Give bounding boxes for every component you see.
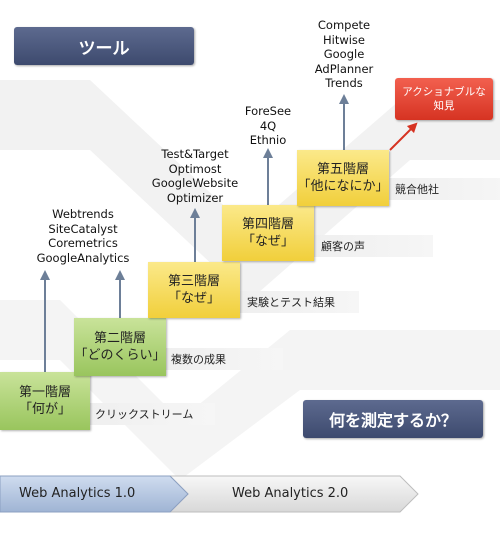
tool-name: Hitwise [322, 32, 366, 47]
description-tier5: 競合他社 [388, 178, 500, 200]
description-label: 顧客の声 [321, 240, 365, 253]
description-label: クリックストリーム [95, 408, 194, 421]
tool-name: ForeSee [244, 104, 292, 118]
description-label: 複数の成果 [171, 353, 226, 366]
step-tier5: 第五階層 「他になにか」 [297, 150, 389, 206]
tool-name: Optimizer [166, 190, 224, 205]
step-tier3: 第三階層 「なぜ」 [148, 262, 240, 318]
question-header: 何を測定するか？ [303, 400, 483, 438]
description-tier1: クリックストリーム [88, 403, 215, 425]
description-tier2: 複数の成果 [164, 348, 283, 370]
step-level: 第三階層 [167, 274, 220, 289]
tool-name: Compete [317, 18, 371, 32]
tool-name: SiteCatalyst [48, 221, 118, 236]
description-tier3: 実験とテスト結果 [240, 291, 359, 313]
tool-name: Coremetrics [48, 236, 118, 250]
timeline-label-1: Web Analytics 1.0 [19, 486, 136, 501]
tool-name: GoogleWebsite [151, 176, 239, 190]
step-tier1: 第一階層 「何が」 [0, 372, 90, 430]
tools-list-tier4: ForeSee 4Q Ethnio [245, 104, 291, 148]
tools-list-tier5: Compete Hitwise Google AdPlanner Trends [315, 18, 374, 91]
action-line1: アクショナブルな [402, 86, 486, 98]
step-question: 「なぜ」 [241, 234, 294, 249]
step-level: 第二階層 [93, 331, 146, 346]
actionable-insight-box: アクショナブルな 知見 [395, 78, 493, 120]
question-header-label: 何を測定するか？ [328, 411, 457, 430]
tool-name: AdPlanner [314, 61, 374, 76]
description-label: 実験とテスト結果 [247, 296, 335, 309]
step-level: 第四階層 [241, 217, 294, 232]
step-question: 「どのくらい」 [74, 348, 166, 363]
tools-header-label: ツール [78, 38, 130, 59]
description-label: 競合他社 [395, 183, 439, 196]
tool-name: Webtrends [52, 207, 114, 221]
step-question: 「他になにか」 [297, 179, 389, 194]
step-question: 「何が」 [18, 402, 71, 417]
tool-name: Test&Target [161, 147, 229, 161]
tool-name: Optimost [168, 161, 222, 176]
step-tier2: 第二階層 「どのくらい」 [74, 318, 166, 376]
tools-list-tier3: Test&Target Optimost GoogleWebsite Optim… [152, 147, 238, 205]
tool-name: GoogleAnalytics [36, 250, 130, 265]
timeline-label-2: Web Analytics 2.0 [232, 486, 349, 501]
tool-name: Ethnio [249, 133, 287, 147]
step-question: 「なぜ」 [167, 291, 220, 306]
step-tier4: 第四階層 「なぜ」 [222, 205, 314, 261]
step-level: 第五階層 [316, 162, 369, 177]
tool-name: 4Q [259, 118, 277, 133]
tools-header: ツール [14, 27, 194, 65]
tool-name: Google [323, 47, 365, 61]
description-tier4: 顧客の声 [314, 235, 433, 257]
timeline-segment-1 [0, 475, 189, 513]
step-level: 第一階層 [18, 385, 71, 400]
tool-name: Trends [325, 76, 363, 90]
action-line2: 知見 [433, 100, 455, 112]
tools-list-tier1: Webtrends SiteCatalyst Coremetrics Googl… [37, 207, 130, 265]
